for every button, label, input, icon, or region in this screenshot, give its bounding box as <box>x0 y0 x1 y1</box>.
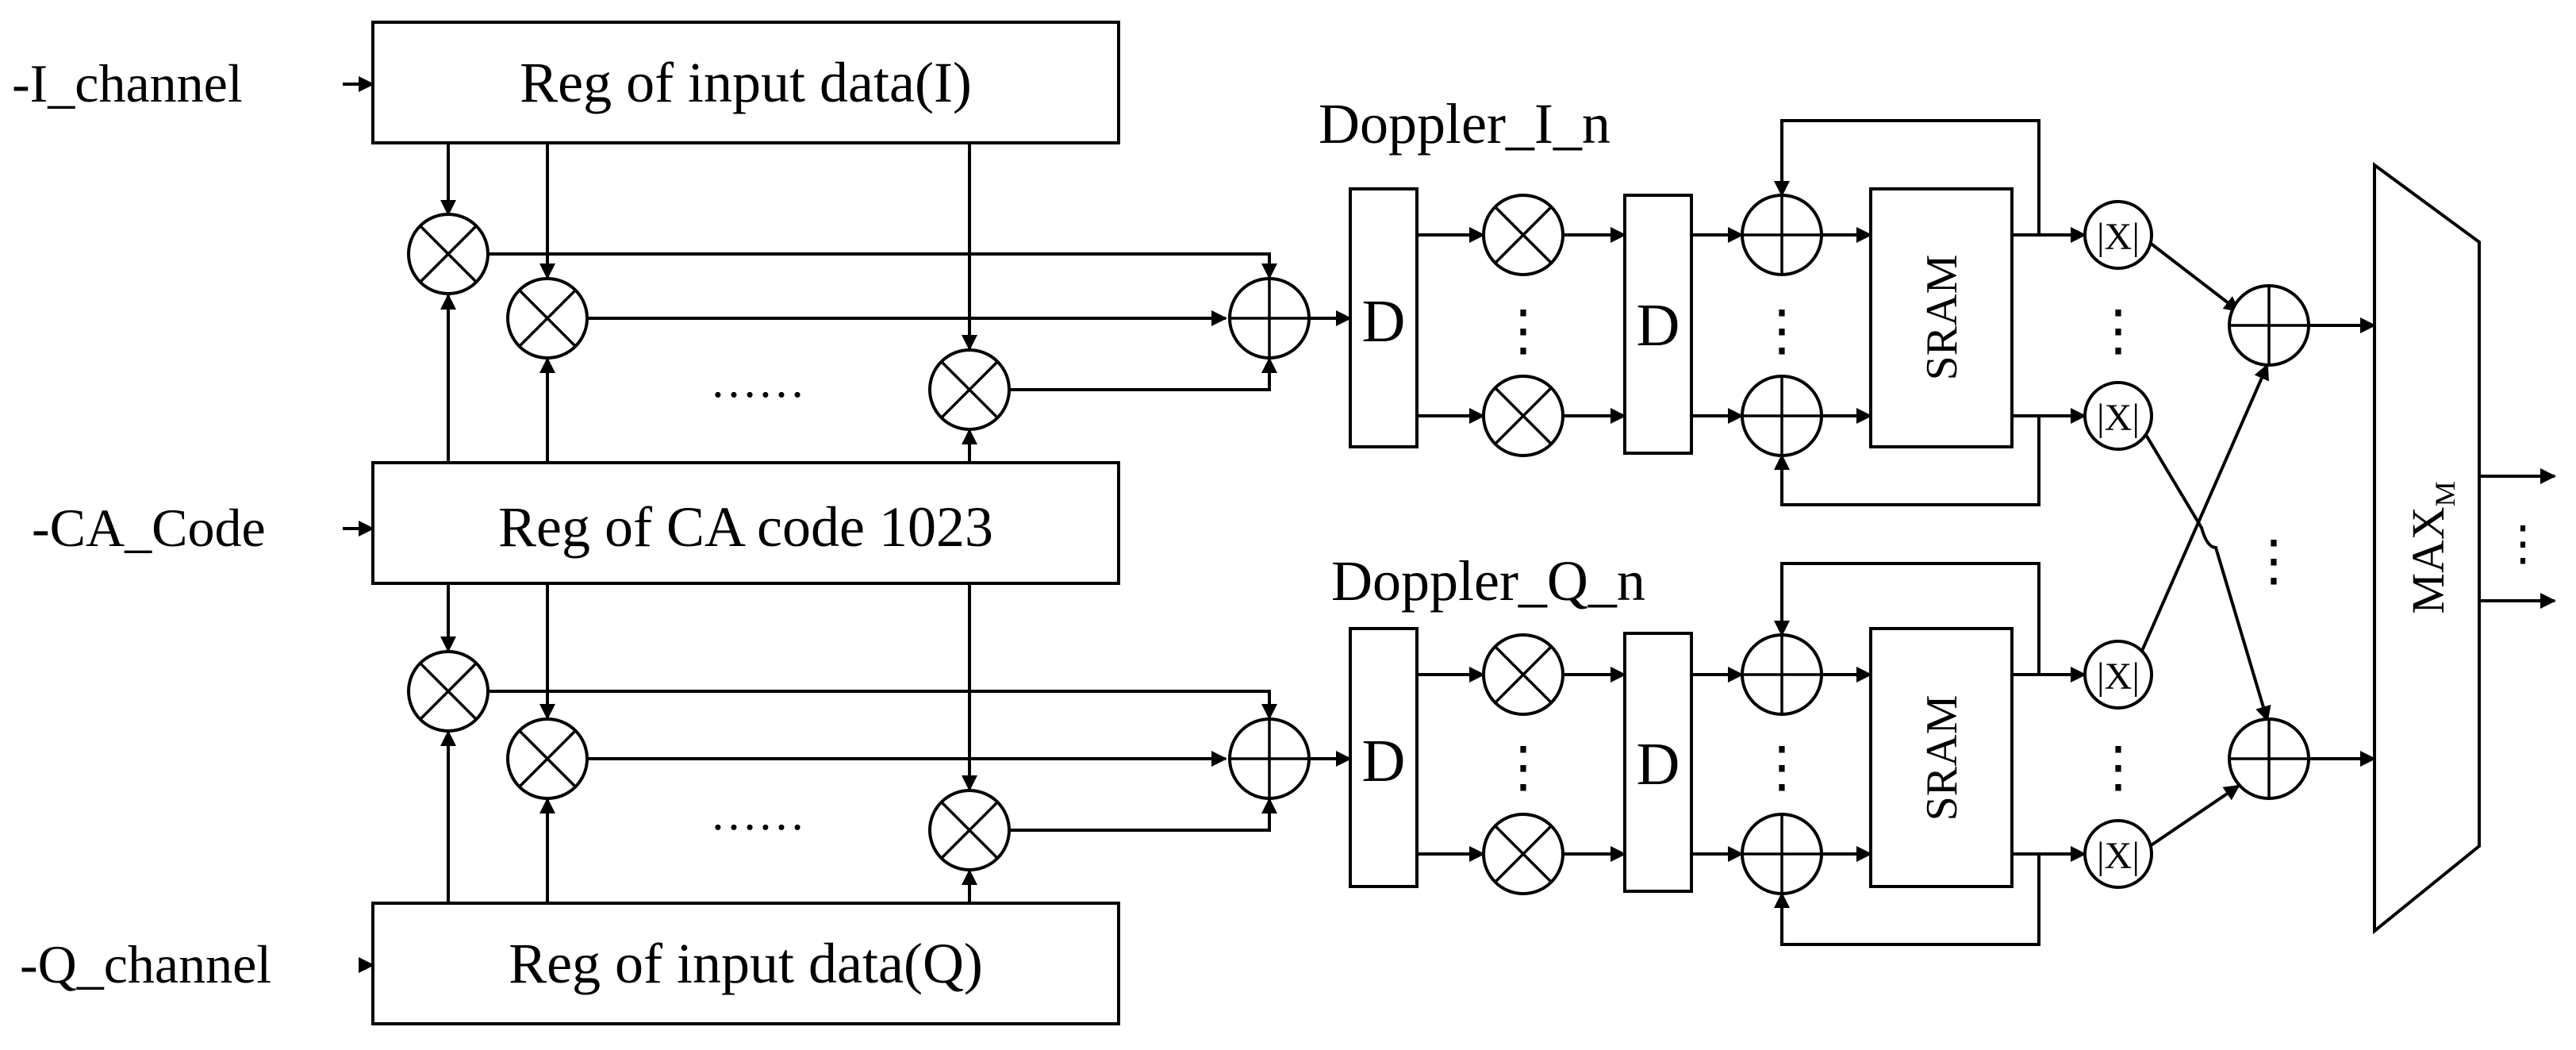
doppler-i-accumulator-n <box>1741 375 1823 457</box>
abs-q-1: |X| <box>2083 640 2153 710</box>
delay-q-1 <box>1349 627 1419 888</box>
doppler-i-label: Doppler_I_n <box>1319 92 1610 156</box>
ellipsis-q-bank: …… <box>710 787 805 840</box>
multiplier-q-n <box>928 789 1011 871</box>
doppler-q-mult-vdots: ⋮ <box>1495 737 1551 798</box>
i-channel-input-label: -I_channel <box>12 53 243 113</box>
ca-code-input-label: -CA_Code <box>32 498 266 558</box>
multiplier-i-2 <box>506 277 589 360</box>
input-i-register <box>371 21 1120 144</box>
multiplier-q-2 <box>506 717 589 800</box>
input-q-register <box>371 902 1120 1025</box>
output-combine-section: ⋮ MAXM ⋮ <box>2140 162 2556 935</box>
sram-i <box>1869 187 2014 448</box>
doppler-q-accumulator-1 <box>1741 633 1823 716</box>
svg-text:|X|: |X| <box>2097 397 2140 439</box>
q-multiplier-bank: …… <box>407 583 1311 903</box>
abs-q-n: |X| <box>2083 819 2153 889</box>
q-channel-input-label: -Q_channel <box>20 934 271 994</box>
doppler-q-path: Doppler_Q_n D ⋮ D ⋮ SRAM |X| |X <box>1309 549 2153 946</box>
ellipsis-i-bank: …… <box>710 355 805 407</box>
max-m-selector <box>2373 162 2481 935</box>
doppler-q-multiplier-n <box>1482 813 1564 895</box>
ca-code-register <box>371 461 1120 585</box>
sram-i-label: SRAM <box>1918 255 1967 381</box>
delay-q-2 <box>1623 632 1693 893</box>
max-m-label: MAXM <box>2402 481 2461 613</box>
delay-i-1 <box>1349 187 1419 448</box>
adder-i-sum <box>1228 277 1311 360</box>
doppler-i-multiplier-n <box>1482 375 1564 457</box>
sram-q-label: SRAM <box>1918 695 1967 821</box>
left-input-section: -I_channel -CA_Code -Q_channel Reg of in… <box>12 21 1120 1025</box>
abs-q-vdots: ⋮ <box>2090 737 2146 798</box>
svg-text:|X|: |X| <box>2097 835 2140 877</box>
output-adders-vdots: ⋮ <box>2246 531 2302 592</box>
multiplier-q-1 <box>407 650 489 733</box>
doppler-q-label: Doppler_Q_n <box>1331 549 1645 613</box>
delay-i-2-label: D <box>1637 292 1680 359</box>
adder-q-sum <box>1228 717 1311 800</box>
output-adder-bottom <box>2228 717 2310 800</box>
doppler-i-acc-vdots: ⋮ <box>1754 301 1810 362</box>
delay-i-1-label: D <box>1362 288 1406 355</box>
doppler-i-multiplier-1 <box>1482 194 1564 276</box>
svg-text:|X|: |X| <box>2097 216 2140 258</box>
doppler-i-accumulator-1 <box>1741 194 1823 276</box>
abs-i-n: |X| <box>2083 381 2153 451</box>
i-multiplier-bank: …… <box>407 143 1311 463</box>
doppler-i-mult-vdots: ⋮ <box>1495 301 1551 362</box>
delay-q-1-label: D <box>1362 728 1406 794</box>
max-outputs-vdots: ⋮ <box>2499 517 2547 570</box>
doppler-q-multiplier-1 <box>1482 633 1564 716</box>
svg-text:|X|: |X| <box>2097 656 2140 698</box>
delay-q-2-label: D <box>1637 731 1680 798</box>
doppler-i-path: Doppler_I_n D ⋮ D ⋮ SRAM |X| <box>1309 92 2153 506</box>
doppler-q-accumulator-n <box>1741 813 1823 895</box>
abs-i-1: |X| <box>2083 200 2153 270</box>
delay-i-2 <box>1623 194 1693 455</box>
ca-code-register-label: Reg of CA code 1023 <box>498 495 993 559</box>
input-i-register-label: Reg of input data(I) <box>520 51 972 114</box>
multiplier-i-n <box>928 348 1011 431</box>
input-q-register-label: Reg of input data(Q) <box>509 932 983 995</box>
output-adder-top <box>2228 284 2310 367</box>
sram-q <box>1869 627 2014 888</box>
multiplier-i-1 <box>407 213 489 295</box>
abs-i-vdots: ⋮ <box>2090 301 2146 362</box>
doppler-q-acc-vdots: ⋮ <box>1754 737 1810 798</box>
